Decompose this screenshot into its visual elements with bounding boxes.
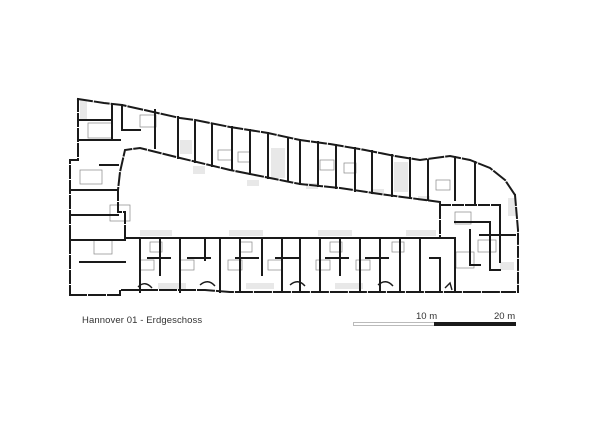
exterior-walls	[69, 97, 519, 296]
door-swings	[137, 281, 453, 291]
drawing-title: Hannover 01 - Erdgeschoss	[82, 315, 203, 326]
scale-segment-black	[434, 322, 516, 326]
scale-label-20m: 20 m	[494, 311, 516, 322]
scale-label-10m: 10 m	[416, 311, 438, 322]
balconies	[80, 100, 516, 289]
scale-segment-white	[353, 322, 434, 326]
